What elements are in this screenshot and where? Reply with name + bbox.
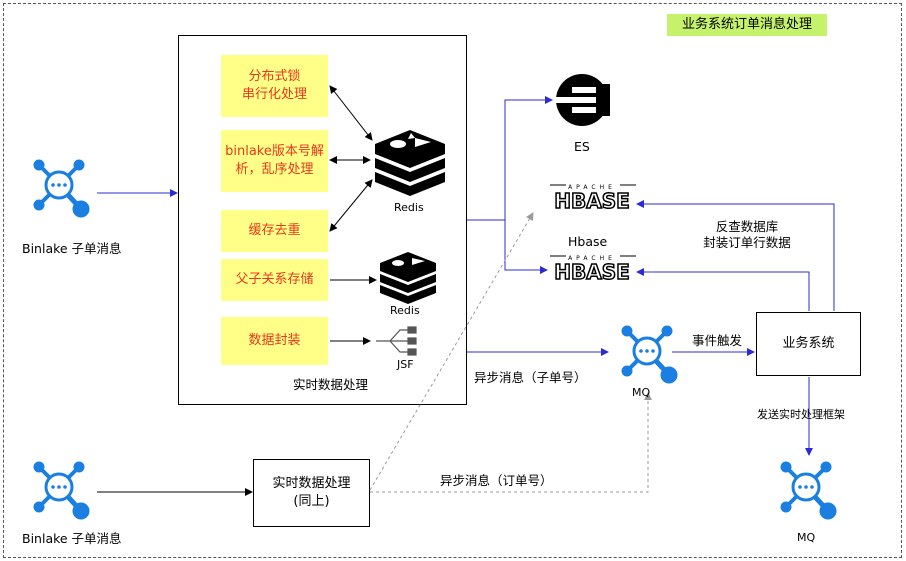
elasticsearch-icon xyxy=(556,74,612,126)
mq-top-label: MQ xyxy=(632,386,651,399)
binlake-top-label: Binlake 子单消息 xyxy=(22,241,122,256)
redis-icon xyxy=(375,130,445,196)
redis-label: Redis xyxy=(394,201,424,214)
redis-icon xyxy=(380,252,436,304)
redis-label: Redis xyxy=(390,304,420,317)
realtime-box-caption: 实时数据处理 xyxy=(293,377,369,392)
step-parent-child-store: 父子关系存储 xyxy=(221,259,328,301)
es-label: ES xyxy=(574,139,590,154)
edge-dedup-redis xyxy=(329,179,373,232)
hbase-logo-icon: APACHE HBASE xyxy=(550,255,636,285)
label-async-child: 异步消息（子单号） xyxy=(474,370,587,385)
edge-main-to-es xyxy=(467,96,553,221)
outer-frame xyxy=(3,3,902,558)
step-data-wrap: 数据封装 xyxy=(221,317,328,365)
label-async-order: 异步消息（订单号） xyxy=(440,473,553,488)
edge-business-to-hbase1 xyxy=(636,200,835,311)
binlake-bottom-label: Binlake 子单消息 xyxy=(22,531,122,546)
message-hub-icon xyxy=(33,159,90,218)
edge-main-to-hbase xyxy=(504,220,548,274)
mq-icon xyxy=(621,325,678,384)
label-lookup: 反查数据库封装订单行数据 xyxy=(703,219,791,250)
step-version-parse: binlake版本号解析，乱序处理 xyxy=(221,130,328,192)
hbase-label: Hbase xyxy=(568,234,608,249)
svg-text:APACHE: APACHE xyxy=(568,184,616,191)
label-send-framework: 发送实时处理框架 xyxy=(757,408,845,421)
edge-lock-redis xyxy=(329,85,373,141)
mq-bottom-label: MQ xyxy=(797,531,816,544)
svg-text:APACHE: APACHE xyxy=(568,255,616,262)
message-hub-icon xyxy=(33,461,90,520)
jsf-label: JSF xyxy=(397,358,414,371)
svg-text:HBASE: HBASE xyxy=(554,189,630,213)
jsf-icon xyxy=(376,326,417,356)
realtime-copy-box: 实时数据处理(同上) xyxy=(253,459,370,527)
diagram-title: 业务系统订单消息处理 xyxy=(667,14,827,36)
step-distributed-lock: 分布式锁串行化处理 xyxy=(221,55,328,117)
step-cache-dedup: 缓存去重 xyxy=(221,210,328,252)
edge-business-to-hbase2 xyxy=(636,268,810,311)
label-event-trigger: 事件触发 xyxy=(692,333,743,348)
edge-copy-to-mq xyxy=(370,392,652,493)
business-system-box: 业务系统 xyxy=(756,312,861,376)
mq-icon xyxy=(780,461,837,520)
hbase-logo-icon: APACHE HBASE xyxy=(550,184,636,214)
svg-text:HBASE: HBASE xyxy=(554,260,630,284)
